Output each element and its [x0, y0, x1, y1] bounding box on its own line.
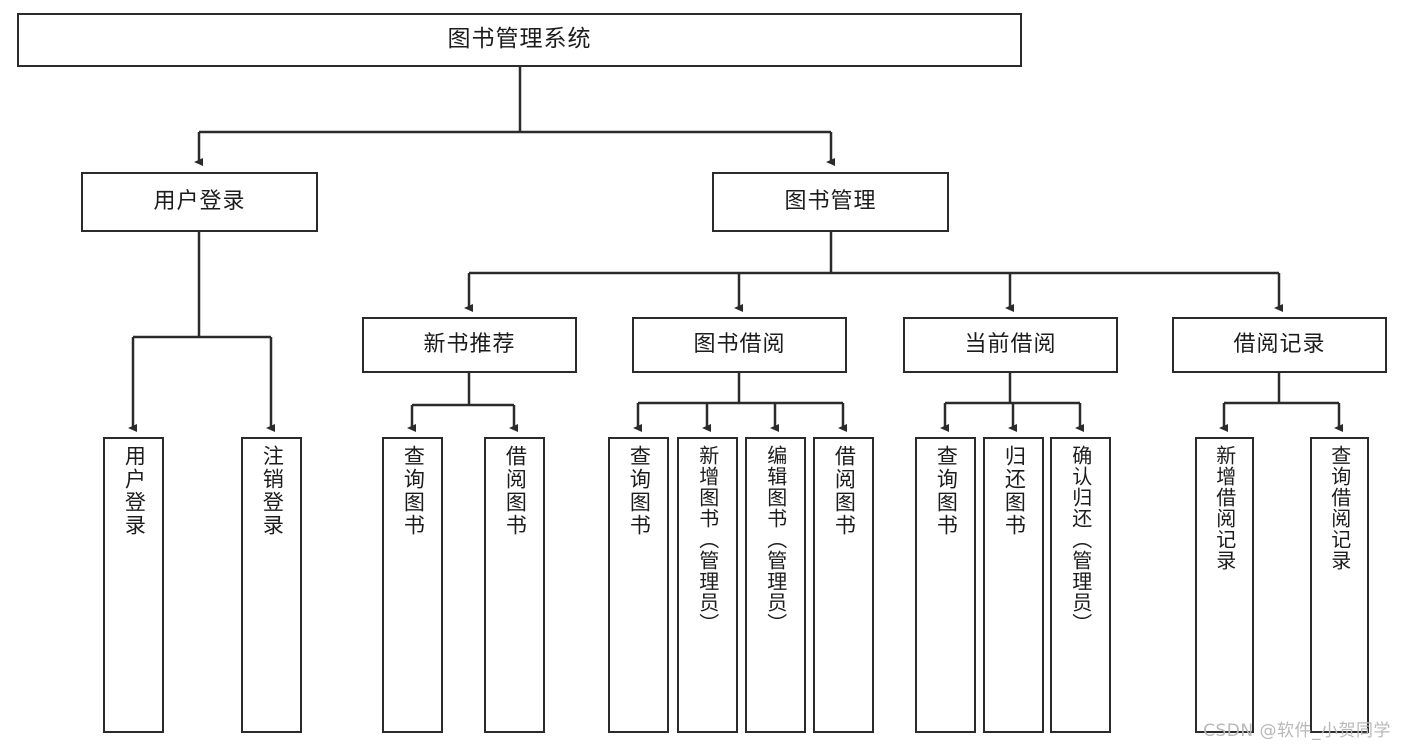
leaf-label: 确认归还（管理员） — [1068, 445, 1093, 634]
leaf-return-book[interactable]: 归还图书 — [983, 437, 1044, 733]
leaf-label: 新增借阅记录 — [1212, 445, 1237, 571]
leaf-label: 借阅图书 — [503, 445, 528, 537]
leaf-query-book-borrow[interactable]: 查询图书 — [608, 437, 669, 733]
leaf-label: 归还图书 — [1002, 445, 1027, 537]
leaf-confirm-return-admin[interactable]: 确认归还（管理员） — [1050, 437, 1111, 733]
leaf-user-login[interactable]: 用户登录 — [103, 437, 164, 733]
node-borrow-record[interactable]: 借阅记录 — [1172, 317, 1387, 373]
node-new-book-recommend[interactable]: 新书推荐 — [362, 317, 577, 373]
leaf-label: 借阅图书 — [832, 445, 857, 537]
csdn-watermark: CSDN @软件_小贺同学 — [1203, 721, 1391, 741]
node-label: 借阅记录 — [1233, 331, 1326, 357]
leaf-label: 注销登录 — [260, 445, 285, 537]
node-root-system[interactable]: 图书管理系统 — [17, 13, 1022, 67]
node-label: 当前借阅 — [964, 331, 1057, 357]
node-label: 图书管理 — [784, 188, 877, 214]
node-label: 图书借阅 — [693, 331, 786, 357]
leaf-add-book-admin[interactable]: 新增图书（管理员） — [677, 437, 738, 733]
node-label: 图书管理系统 — [447, 26, 592, 53]
leaf-label: 新增图书（管理员） — [695, 445, 720, 634]
leaf-label: 查询图书 — [627, 445, 652, 537]
leaf-query-book-recommend[interactable]: 查询图书 — [382, 437, 443, 733]
node-user-login[interactable]: 用户登录 — [81, 172, 318, 232]
leaf-label: 查询借阅记录 — [1327, 445, 1352, 571]
node-current-borrow[interactable]: 当前借阅 — [903, 317, 1118, 373]
leaf-logout[interactable]: 注销登录 — [241, 437, 302, 733]
leaf-label: 用户登录 — [122, 445, 147, 537]
leaf-label: 编辑图书（管理员） — [763, 445, 788, 634]
leaf-add-borrow-record[interactable]: 新增借阅记录 — [1195, 437, 1254, 733]
leaf-edit-book-admin[interactable]: 编辑图书（管理员） — [745, 437, 806, 733]
node-label: 用户登录 — [153, 188, 246, 214]
leaf-label: 查询图书 — [401, 445, 426, 537]
leaf-borrow-book[interactable]: 借阅图书 — [813, 437, 874, 733]
node-book-borrow[interactable]: 图书借阅 — [632, 317, 847, 373]
leaf-query-book-current[interactable]: 查询图书 — [915, 437, 976, 733]
node-book-management[interactable]: 图书管理 — [712, 172, 949, 232]
leaf-label: 查询图书 — [934, 445, 959, 537]
leaf-borrow-book-recommend[interactable]: 借阅图书 — [484, 437, 545, 733]
node-label: 新书推荐 — [423, 331, 516, 357]
leaf-query-borrow-record[interactable]: 查询借阅记录 — [1310, 437, 1369, 733]
